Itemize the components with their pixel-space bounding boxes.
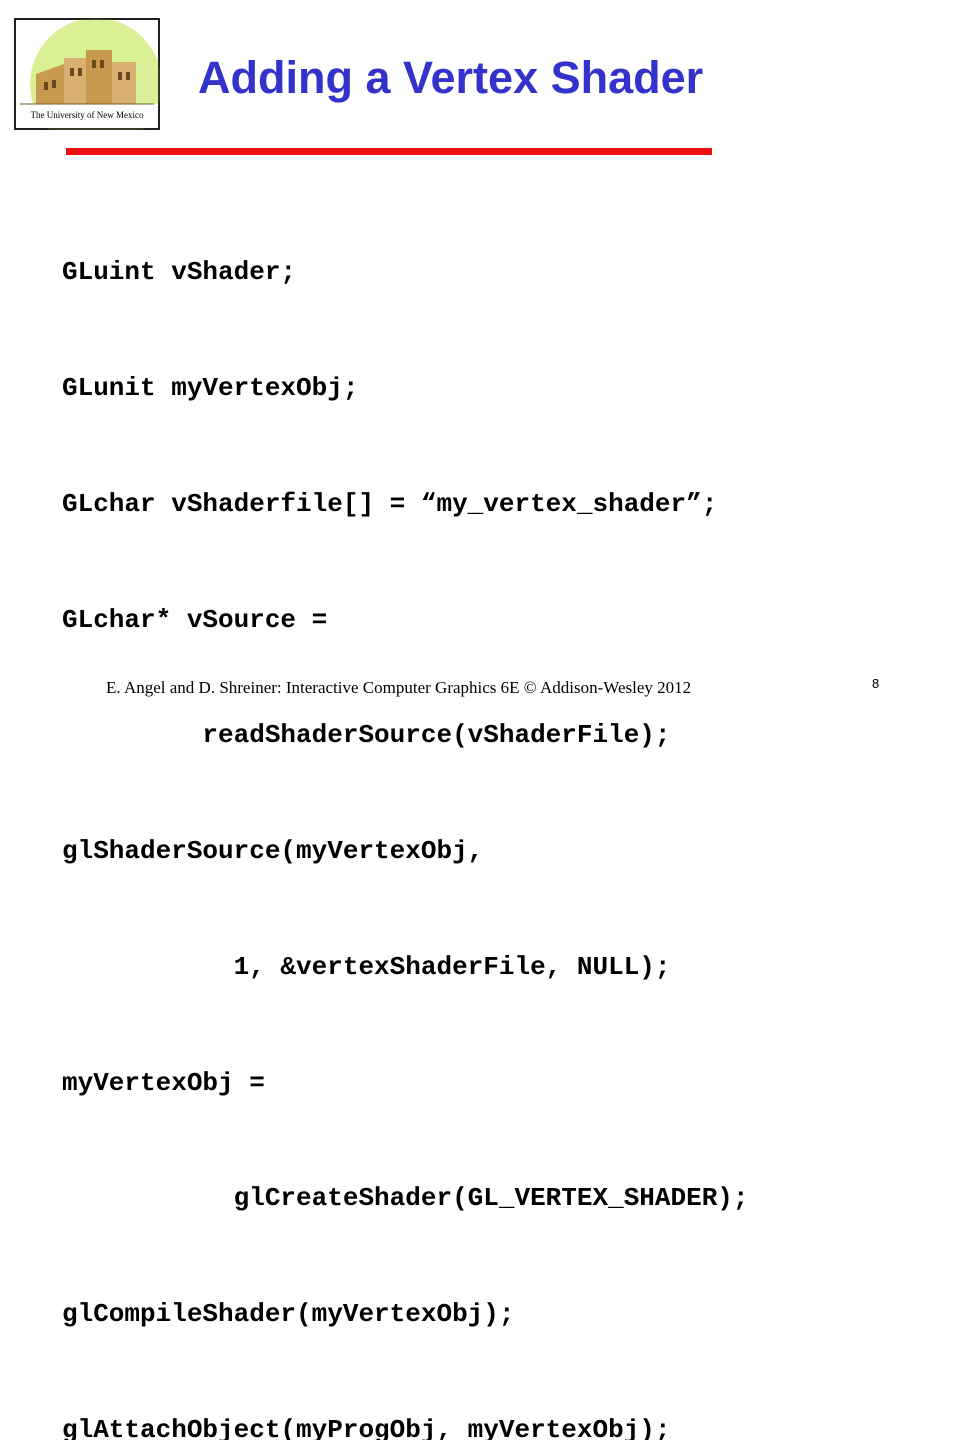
code-line: glAttachObject(myProgObj, myVertexObj);: [62, 1415, 671, 1440]
code-line: GLunit myVertexObj;: [62, 372, 359, 403]
page-number: 8: [872, 676, 880, 691]
code-line: GLuint vShader;: [62, 257, 297, 288]
code-line: glShaderSource(myVertexObj,: [62, 836, 484, 867]
title-divider: [66, 148, 712, 155]
unm-building-logo-icon: [14, 18, 160, 130]
footer-credit: E. Angel and D. Shreiner: Interactive Co…: [106, 678, 692, 697]
code-block: GLuint vShader; GLunit myVertexObj; GLch…: [62, 176, 749, 1440]
slide-title: Adding a Vertex Shader: [198, 52, 704, 103]
code-line: 1, &vertexShaderFile, NULL);: [62, 951, 671, 982]
code-line: glCreateShader(GL_VERTEX_SHADER);: [62, 1183, 749, 1214]
code-line: GLchar vShaderfile[] = “my_vertex_shader…: [62, 488, 718, 519]
code-line: myVertexObj =: [62, 1067, 265, 1098]
university-logo: The University of New Mexico: [14, 18, 160, 130]
code-line: readShaderSource(vShaderFile);: [62, 720, 671, 751]
code-line: GLchar* vSource =: [62, 604, 328, 635]
code-line: glCompileShader(myVertexObj);: [62, 1299, 515, 1330]
logo-caption: The University of New Mexico: [30, 110, 144, 120]
